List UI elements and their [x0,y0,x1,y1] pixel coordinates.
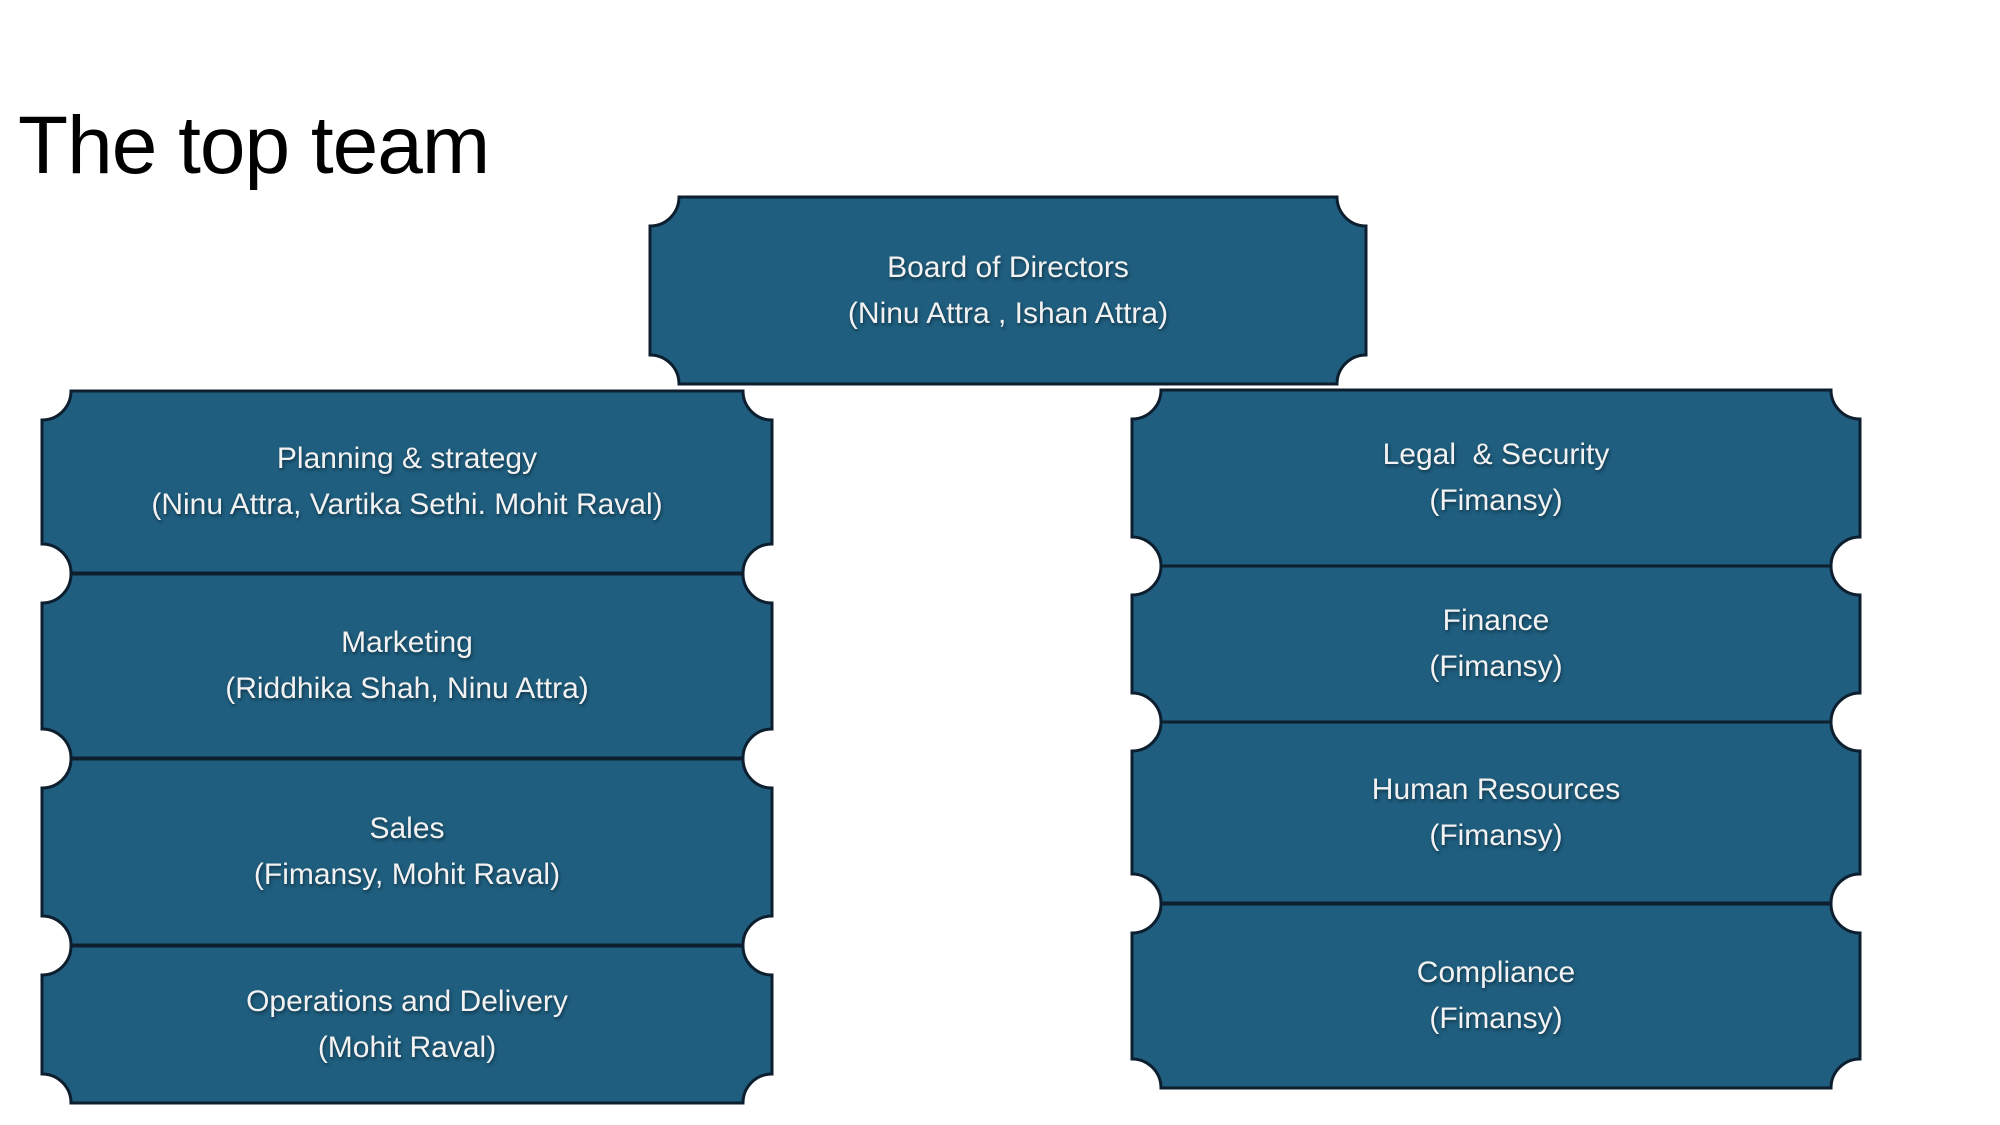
org-box-sales: Sales (Fimansy, Mohit Raval) [40,757,774,947]
box-title: Sales [369,812,445,845]
slide-title: The top team [18,99,490,191]
org-box-human-resources: Human Resources (Fimansy) [1130,720,1862,905]
org-box-content: Operations and Delivery (Mohit Raval) [42,946,772,1103]
box-title: Planning & strategy [276,442,538,475]
box-title: Finance [1442,604,1550,637]
org-box-content: Legal & Security (Fimansy) [1132,390,1860,566]
box-members: (Ninu Attra, Vartika Sethi. Mohit Raval) [151,488,663,521]
org-box-content: Human Resources (Fimansy) [1132,722,1860,903]
org-box-planning-strategy: Planning & strategy (Ninu Attra, Vartika… [40,389,774,575]
box-members: (Fimansy) [1429,818,1563,852]
org-box-legal-security: Legal & Security (Fimansy) [1130,388,1862,568]
box-members: (Fimansy) [1429,484,1563,517]
org-box-content: Sales (Fimansy, Mohit Raval) [42,759,772,945]
org-box-finance: Finance (Fimansy) [1130,564,1862,724]
org-box-content: Compliance (Fimansy) [1132,904,1860,1088]
box-title: Human Resources [1371,772,1621,806]
box-members: (Mohit Raval) [317,1030,497,1064]
org-box-compliance: Compliance (Fimansy) [1130,902,1862,1090]
org-box-content: Board of Directors (Ninu Attra , Ishan A… [650,197,1366,384]
org-box-content: Finance (Fimansy) [1132,566,1860,722]
box-title: Board of Directors [887,250,1129,284]
org-box-board-of-directors: Board of Directors (Ninu Attra , Ishan A… [648,195,1368,386]
box-members: (Fimansy, Mohit Raval) [253,858,561,891]
org-box-operations-delivery: Operations and Delivery (Mohit Raval) [40,944,774,1105]
box-members: (Fimansy) [1429,1002,1563,1035]
box-members: (Ninu Attra , Ishan Attra) [847,296,1169,330]
box-members: (Fimansy) [1429,650,1563,683]
box-title: Operations and Delivery [246,984,568,1018]
org-box-content: Marketing (Riddhika Shah, Ninu Attra) [42,574,772,758]
org-box-content: Planning & strategy (Ninu Attra, Vartika… [42,391,772,573]
box-members: (Riddhika Shah, Ninu Attra) [225,672,589,705]
box-title: Legal & Security [1382,438,1610,471]
org-box-marketing: Marketing (Riddhika Shah, Ninu Attra) [40,572,774,760]
box-title: Marketing [341,626,473,659]
box-title: Compliance [1416,956,1576,989]
